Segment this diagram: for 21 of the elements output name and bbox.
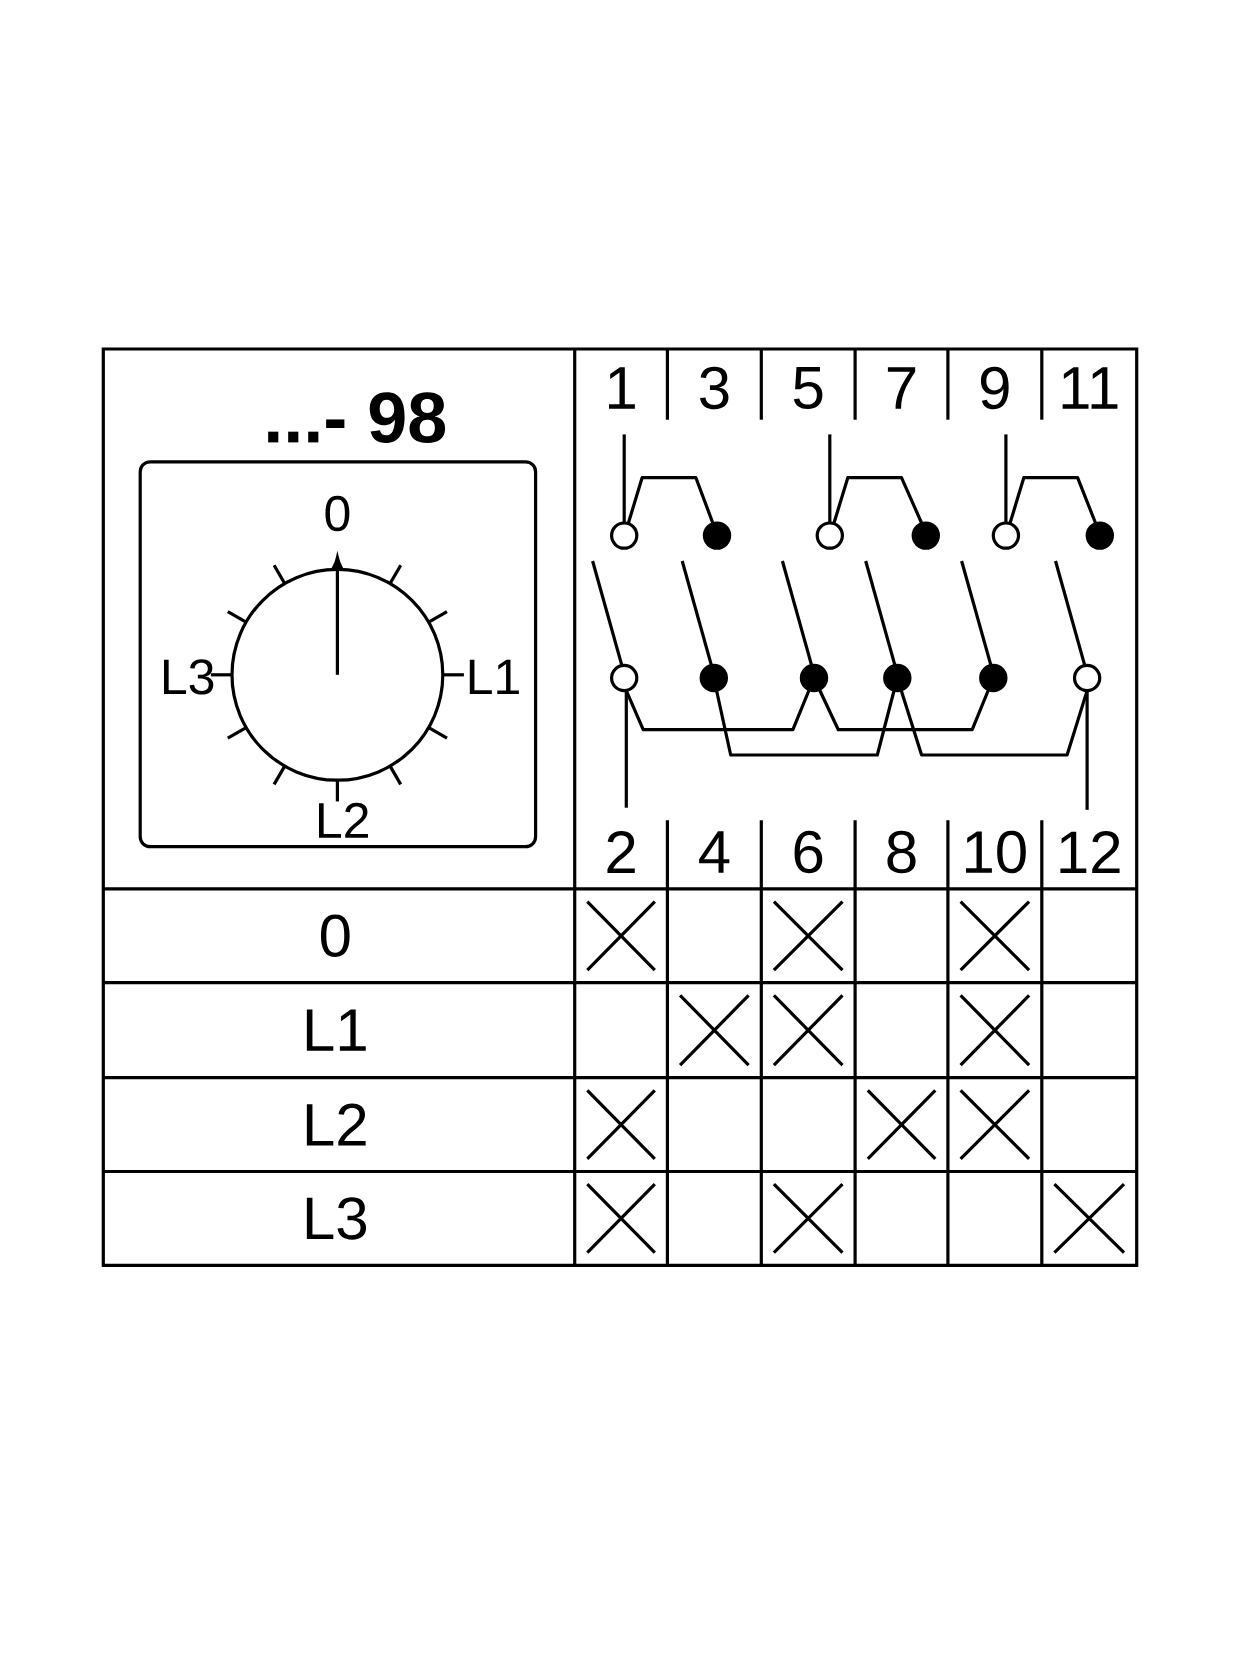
terminal-number: 7: [887, 367, 916, 409]
row-label: L2: [306, 1103, 366, 1146]
row-label: L3: [306, 1197, 367, 1240]
title: ...- 98: [268, 392, 446, 444]
terminal-number: 6: [794, 830, 823, 874]
terminal-number: 8: [887, 830, 916, 874]
terminal-number: 5: [793, 367, 823, 409]
position-label: L1: [469, 659, 519, 695]
position-label: 0: [325, 495, 350, 532]
row-label: L1: [306, 1009, 366, 1051]
terminal-number: 4: [699, 831, 730, 873]
terminal-number: 10: [966, 830, 1026, 874]
terminal-number: 9: [980, 366, 1009, 410]
position-label: L2: [319, 802, 368, 838]
terminal-number: 1: [609, 367, 635, 409]
position-label: L3: [164, 659, 214, 695]
terminal-number: 2: [607, 831, 635, 873]
terminal-number: 12: [1060, 831, 1120, 873]
terminal-number: 11: [1062, 367, 1118, 409]
terminal-number: 3: [700, 366, 729, 410]
row-label: 0: [320, 914, 350, 958]
